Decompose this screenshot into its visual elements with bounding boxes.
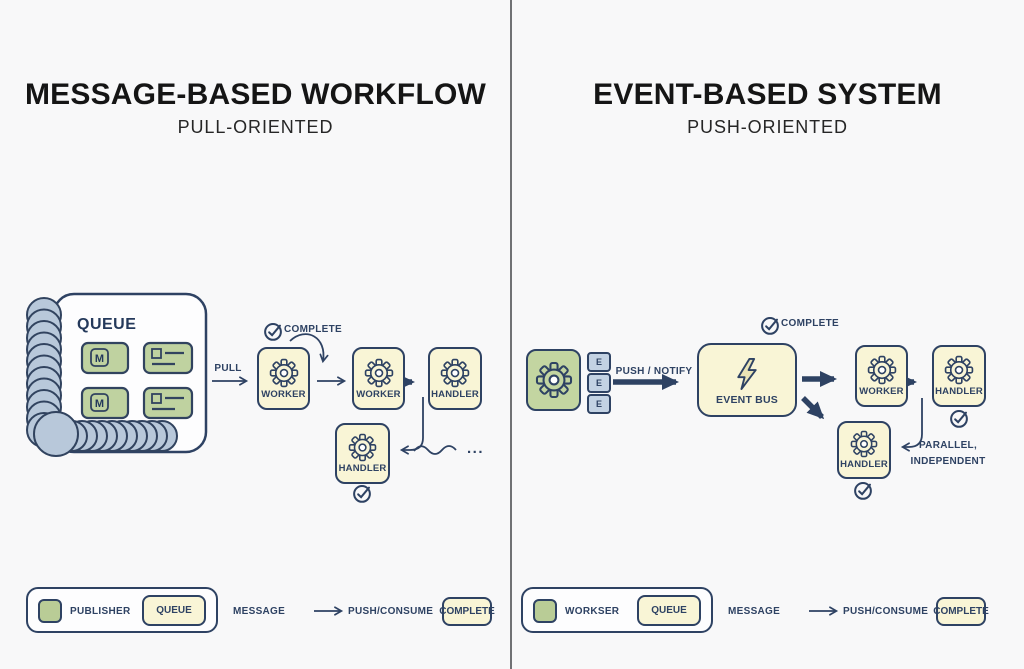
message-card-icon	[151, 348, 184, 366]
handler-node-2-right: HANDLER	[837, 421, 891, 479]
legend-publisher-label: PUBLISHER	[70, 606, 131, 617]
complete-label-right: COMPLETE	[781, 318, 839, 329]
message-box	[142, 341, 194, 375]
coil-icon	[26, 297, 178, 457]
node-label: WORKER	[859, 386, 904, 397]
worker-swatch	[533, 599, 557, 623]
legend-complete-label: COMPLETE	[439, 606, 495, 617]
event-item: E	[587, 352, 611, 372]
pull-label: PULL	[214, 363, 242, 374]
worker-node-2: WORKER	[352, 347, 405, 410]
legend-message-label: MESSAGE	[233, 606, 286, 617]
panel-divider	[510, 0, 512, 669]
check-circle-icon	[353, 485, 371, 503]
queue-title: QUEUE	[77, 316, 136, 333]
check-circle-icon	[264, 323, 282, 341]
complete-label-left: COMPLETE	[284, 324, 342, 335]
gear-icon	[364, 358, 393, 387]
left-title: MESSAGE-BASED WORKFLOW	[24, 78, 487, 111]
gear-icon	[944, 355, 974, 385]
ellipsis: ...	[467, 440, 485, 457]
queue-scroll: QUEUE M M	[26, 292, 208, 457]
node-label: HANDLER	[431, 388, 479, 400]
publisher-node	[526, 349, 581, 411]
legend-complete-box: COMPLETE	[933, 597, 989, 626]
gear-icon	[348, 433, 377, 462]
left-subtitle: PULL-ORIENTED	[177, 117, 334, 137]
gear-icon	[850, 430, 878, 458]
handler-node-2-left: HANDLER	[335, 423, 390, 484]
eventbus-to-handler-thick-arrow	[801, 396, 825, 420]
node-label: EVENT BUS	[716, 393, 778, 406]
message-items: M M	[80, 341, 194, 420]
handler-node-1-right: HANDLER	[932, 345, 986, 407]
event-letter: E	[595, 399, 602, 409]
legend-push-consume-label: PUSH/CONSUME	[843, 606, 929, 617]
worker-node-1: WORKER	[257, 347, 310, 410]
node-label: HANDLER	[338, 463, 387, 474]
legend-queue-label: QUEUE	[156, 605, 192, 616]
message-box	[142, 386, 194, 420]
publisher-swatch	[38, 599, 62, 623]
gear-icon	[269, 358, 298, 387]
check-circle-icon	[950, 410, 968, 428]
event-letter: E	[595, 378, 602, 388]
node-label: HANDLER	[840, 459, 888, 470]
event-bus-node: EVENT BUS	[697, 343, 797, 417]
message-card-icon	[151, 393, 184, 411]
legend-complete-box: COMPLETE	[439, 597, 495, 626]
gear-icon	[535, 361, 572, 399]
check-circle-icon	[854, 482, 872, 500]
legend-complete-label: COMPLETE	[933, 606, 989, 617]
message-m-icon	[90, 348, 109, 367]
worker-node-right: WORKER	[855, 345, 908, 407]
handler-drop-arrow-right	[900, 398, 923, 452]
message-box	[80, 341, 130, 375]
svg-text:M: M	[95, 353, 104, 365]
legend-worker-label: WORKSER	[565, 606, 620, 617]
node-label: WORKER	[356, 388, 401, 400]
parallel-line-1: PARALLEL,	[918, 440, 978, 451]
right-title: EVENT-BASED SYSTEM	[593, 78, 942, 111]
node-label: WORKER	[261, 388, 306, 400]
legend-push-consume-label: PUSH/CONSUME	[348, 606, 434, 617]
message-m-icon	[90, 393, 109, 412]
handler-drop-arrow-left	[399, 397, 424, 455]
event-item: E	[587, 394, 611, 414]
lightning-icon	[737, 357, 757, 390]
wavy-line	[413, 445, 457, 455]
svg-text:M: M	[95, 398, 104, 410]
gear-icon	[440, 358, 470, 387]
message-box	[80, 386, 130, 420]
legend-queue-box: QUEUE	[637, 595, 701, 626]
parallel-line-2: INDEPENDENT	[910, 455, 986, 467]
right-subtitle: PUSH-ORIENTED	[687, 117, 848, 137]
event-letter: E	[595, 357, 602, 367]
legend-queue-box: QUEUE	[142, 595, 206, 626]
parallel-independent-label: PARALLEL, INDEPENDENT	[903, 438, 993, 469]
complete-curve-arrow-left	[289, 333, 329, 364]
push-notify-label: PUSH / NOTIFY	[615, 366, 693, 377]
event-item: E	[587, 373, 611, 393]
node-label: HANDLER	[935, 386, 983, 397]
check-circle-icon	[761, 317, 779, 335]
handler-node-1-left: HANDLER	[428, 347, 482, 410]
legend-message-label: MESSAGE	[728, 606, 781, 617]
legend-queue-label: QUEUE	[651, 605, 687, 616]
gear-icon	[867, 355, 896, 385]
